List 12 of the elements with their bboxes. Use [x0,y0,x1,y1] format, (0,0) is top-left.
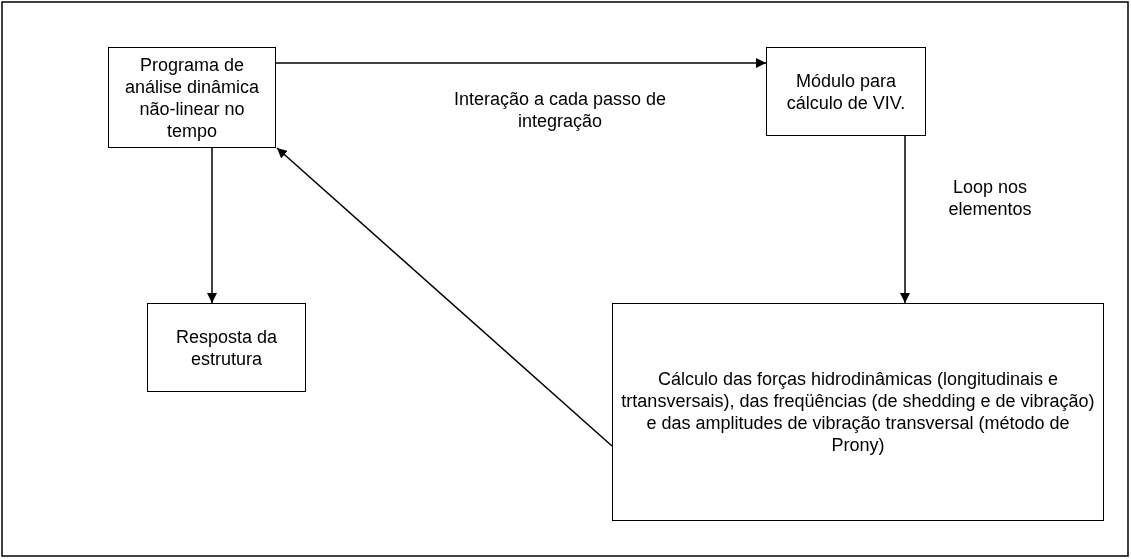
arrow [275,58,767,68]
process-box [612,303,1104,521]
box-text: Módulo para cálculo de VIV. [785,69,907,114]
process-box [766,47,926,136]
process-box [147,303,306,392]
arrow [900,135,910,304]
box-text: Resposta da estrutura [174,325,279,370]
arrow [207,147,217,304]
arrow [276,147,613,447]
box-text: Programa de análise dinâmica não-linear no tempo [123,53,261,142]
box-text: Cálculo das forças hidrodinâmicas (longitudinais e trtansversais), das freqüências (de shedding e de vibração) e das amplitudes de vibração transversal (método de Prony) [621,368,1095,456]
process-box [108,47,276,148]
